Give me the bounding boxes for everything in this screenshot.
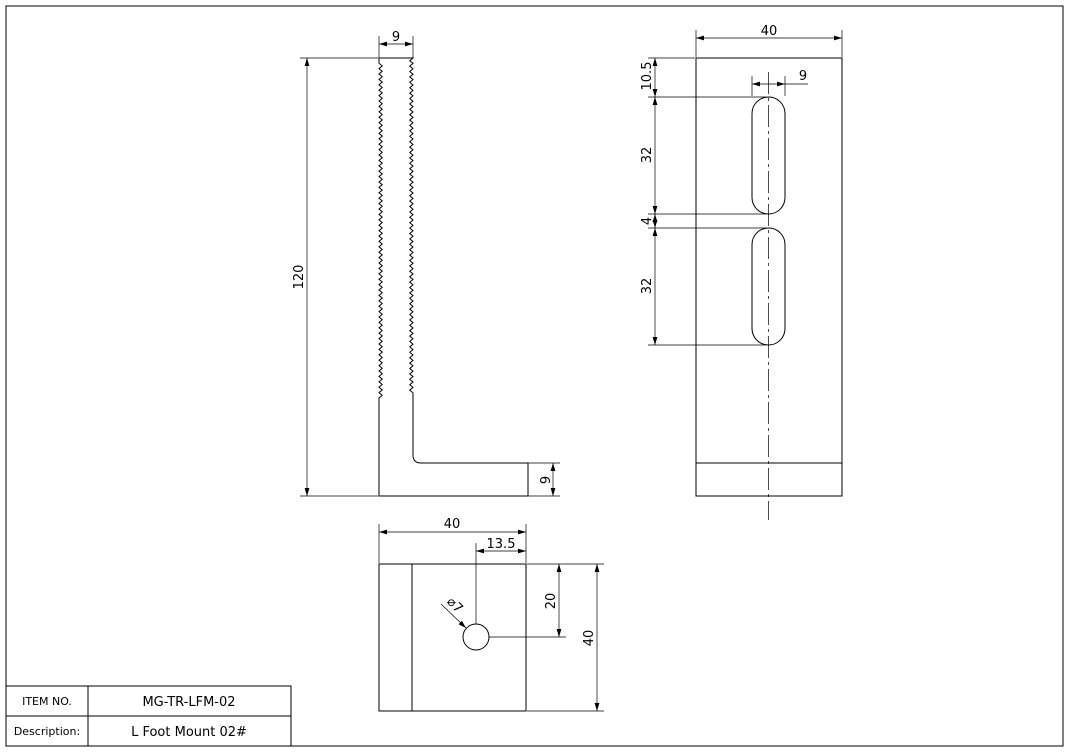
description-value: L Foot Mount 02#: [131, 725, 247, 740]
dim-top-offset-label: 10.5: [640, 62, 655, 91]
dim-slot-width-label: 9: [799, 69, 807, 84]
dim-hole-offset-x-label: 13.5: [487, 537, 516, 552]
dim-foot-depth-label: 40: [582, 630, 597, 647]
dim-slot2-length-label: 32: [640, 278, 655, 295]
item-no-value: MG-TR-LFM-02: [142, 695, 235, 710]
dim-plate-width-label: 40: [761, 24, 778, 39]
foot-outline: [378, 563, 527, 712]
mount-hole: [462, 623, 490, 651]
dim-foot-width-label: 40: [444, 517, 461, 532]
dim-slot1-length-label: 32: [640, 147, 655, 164]
dim-hole-leader: [440, 603, 467, 629]
front-view: [648, 30, 843, 520]
dim-total-height-label: 120: [292, 265, 307, 290]
dim-foot-thickness-label: 9: [539, 476, 554, 484]
title-block: [5, 685, 292, 747]
dim-hole-offset-y-label: 20: [544, 593, 559, 610]
item-no-label: ITEM NO.: [22, 695, 72, 708]
plate-outline: [695, 57, 843, 497]
l-profile-outline: [378, 57, 529, 497]
sheet-border: [5, 5, 1064, 747]
dim-flange-width-label: 9: [392, 30, 400, 45]
description-label: Description:: [14, 725, 80, 738]
dim-gap-label: 4: [640, 217, 655, 225]
side-view: [300, 36, 560, 497]
bottom-view: [378, 524, 604, 712]
dim-hole-diameter-label: ⌀7: [443, 595, 465, 617]
